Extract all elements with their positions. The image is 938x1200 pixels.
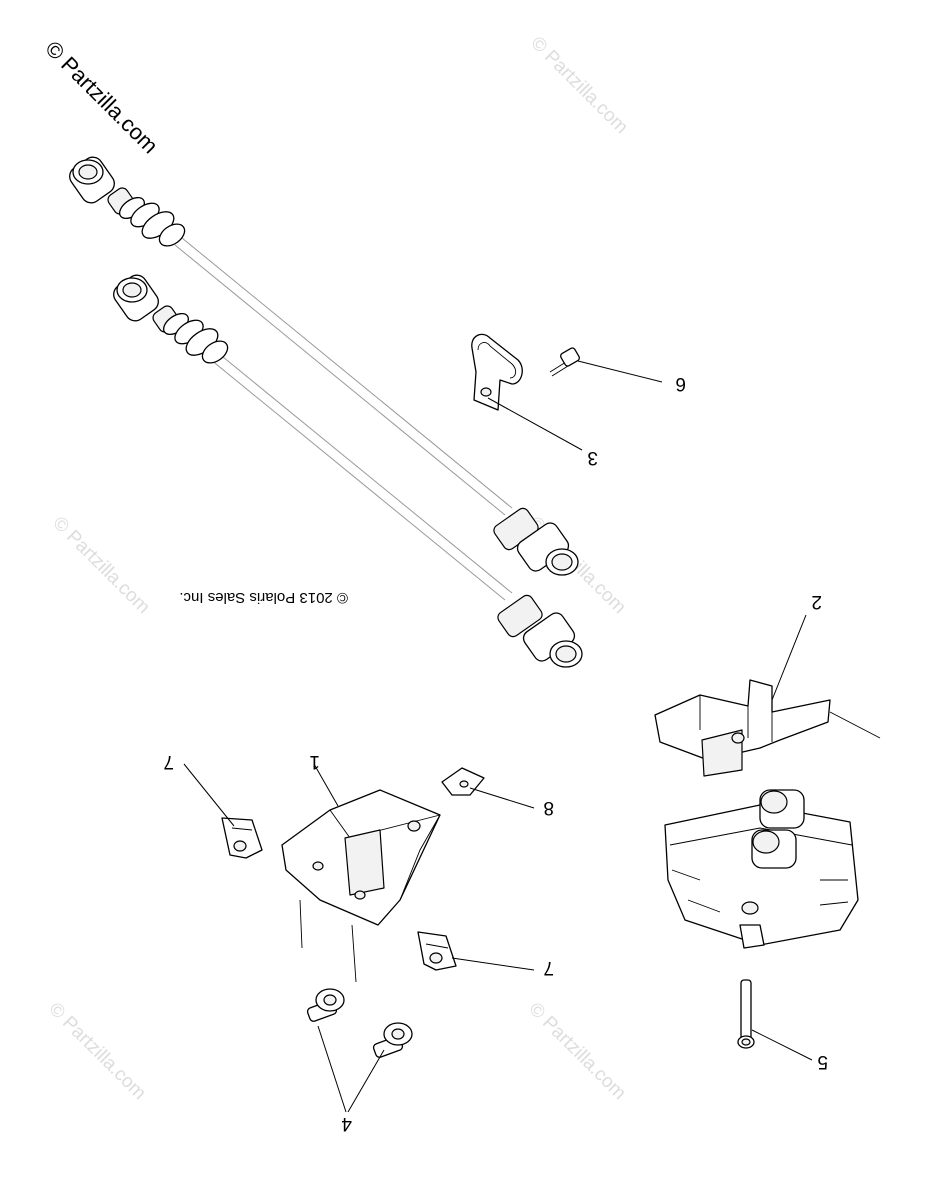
callout-1: 1 <box>309 751 320 772</box>
copyright-text: © 2013 Polaris Sales Inc. <box>179 589 348 606</box>
callout-5: 5 <box>817 1051 828 1072</box>
watermark-mid-left: © Partzilla.com <box>48 513 153 618</box>
spark-plug-wire-lower <box>113 274 583 668</box>
spark-plug-wire-upper <box>69 156 579 576</box>
long-bolt <box>737 979 755 1049</box>
screws-4 <box>306 988 413 1058</box>
callout-6: 6 <box>675 373 686 394</box>
callout-4: 4 <box>341 1113 352 1134</box>
clip-nut-7-left <box>221 817 263 859</box>
p-clamp <box>471 333 523 411</box>
callout-3: 3 <box>587 447 598 468</box>
callout-7-left: 7 <box>163 751 174 772</box>
callout-7-right: 7 <box>543 957 554 978</box>
mounting-bracket <box>281 789 441 983</box>
watermark-main: © Partzilla.com <box>40 36 163 159</box>
coil-bracket <box>654 679 881 777</box>
callout-8: 8 <box>543 797 554 818</box>
clip-nut-8 <box>441 767 485 796</box>
leader-lines <box>183 360 813 1113</box>
callout-2: 2 <box>811 591 822 612</box>
screw-small <box>549 347 580 377</box>
clip-nut-7-right <box>417 931 457 971</box>
ignition-coil <box>664 789 859 949</box>
watermark-bottom-left: © Partzilla.com <box>44 999 149 1104</box>
watermark-bottom-right: © Partzilla.com <box>524 999 629 1104</box>
watermark-top-right: © Partzilla.com <box>526 33 631 138</box>
